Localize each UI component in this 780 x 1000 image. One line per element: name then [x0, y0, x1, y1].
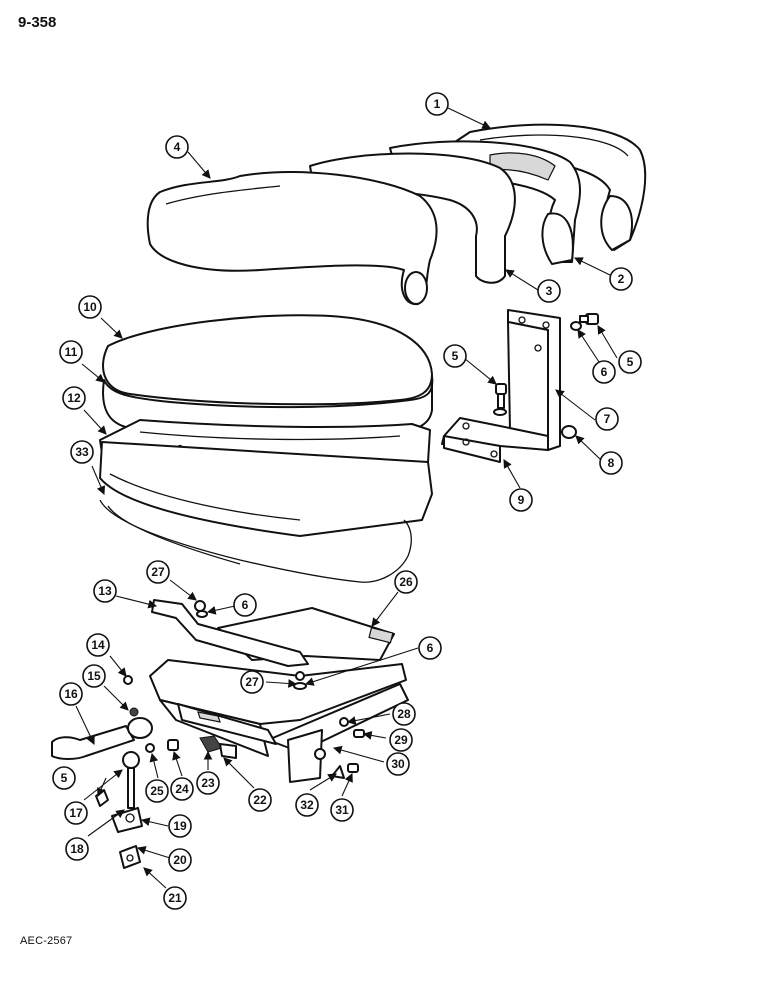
callout-15: 15	[82, 664, 106, 688]
svg-text:10: 10	[83, 300, 97, 314]
svg-text:5: 5	[627, 355, 634, 369]
svg-text:6: 6	[601, 365, 608, 379]
callout-25: 25	[145, 779, 169, 803]
seat-cushion-10	[102, 314, 433, 406]
callout-7: 7	[595, 407, 619, 431]
svg-text:2: 2	[618, 272, 625, 286]
callout-19: 19	[168, 814, 192, 838]
callout-5-bracket-right: 5	[618, 350, 642, 374]
callout-10: 10	[78, 295, 102, 319]
callout-20: 20	[168, 848, 192, 872]
svg-text:32: 32	[300, 798, 314, 812]
bolt-5-left	[493, 383, 507, 416]
svg-text:14: 14	[91, 638, 105, 652]
svg-text:24: 24	[175, 782, 189, 796]
callout-11: 11	[59, 340, 83, 364]
callout-12: 12	[62, 386, 86, 410]
callout-24: 24	[170, 777, 194, 801]
svg-text:9: 9	[518, 493, 525, 507]
svg-text:17: 17	[69, 806, 83, 820]
callout-18: 18	[65, 837, 89, 861]
svg-text:29: 29	[394, 733, 408, 747]
leader-lines	[75, 107, 618, 889]
svg-text:3: 3	[546, 284, 553, 298]
svg-text:23: 23	[201, 776, 215, 790]
svg-text:26: 26	[399, 575, 413, 589]
small-parts	[95, 600, 365, 869]
callout-29: 29	[389, 728, 413, 752]
svg-text:5: 5	[61, 771, 68, 785]
callout-28: 28	[392, 702, 416, 726]
svg-text:18: 18	[70, 842, 84, 856]
callout-6-strap: 6	[233, 593, 257, 617]
svg-text:27: 27	[245, 675, 259, 689]
svg-text:6: 6	[427, 641, 434, 655]
callout-1: 1	[425, 92, 449, 116]
svg-text:4: 4	[174, 140, 181, 154]
backrest-cushion-4	[146, 171, 438, 306]
callout-31: 31	[330, 798, 354, 822]
callout-27-plate: 27	[240, 670, 264, 694]
bracket-plate-9	[441, 417, 549, 463]
svg-text:31: 31	[335, 803, 349, 817]
callout-27-strap: 27	[146, 560, 170, 584]
callout-21: 21	[163, 886, 187, 910]
callout-33: 33	[70, 440, 94, 464]
drawing-code: AEC-2567	[20, 935, 73, 947]
callout-2: 2	[609, 267, 633, 291]
callout-17: 17	[64, 801, 88, 825]
trim-frame-33	[99, 441, 433, 537]
slide-rail-22	[177, 703, 277, 745]
handle-16	[51, 707, 153, 760]
callout-32: 32	[295, 793, 319, 817]
svg-text:6: 6	[242, 598, 249, 612]
callout-5-bracket-left: 5	[443, 344, 467, 368]
callout-5-handle: 5	[52, 766, 76, 790]
callout-6-bracket: 6	[592, 360, 616, 384]
svg-text:5: 5	[452, 349, 459, 363]
callout-16: 16	[59, 682, 83, 706]
svg-text:11: 11	[65, 345, 78, 359]
latch-23	[199, 735, 237, 759]
callout-6-plate: 6	[418, 636, 442, 660]
callout-9: 9	[509, 488, 533, 512]
svg-text:25: 25	[150, 784, 164, 798]
callout-4: 4	[165, 135, 189, 159]
page-number: 9-358	[18, 14, 57, 31]
bolt-5-right	[570, 313, 599, 331]
svg-text:20: 20	[173, 853, 187, 867]
svg-text:21: 21	[168, 891, 182, 905]
svg-text:33: 33	[75, 445, 89, 459]
mounting-bracket-7	[507, 309, 561, 451]
svg-text:1: 1	[434, 97, 441, 111]
callout-22: 22	[248, 788, 272, 812]
callout-23: 23	[196, 771, 220, 795]
wire-frame-33	[99, 499, 412, 583]
svg-text:30: 30	[391, 757, 405, 771]
svg-text:8: 8	[608, 456, 615, 470]
svg-text:19: 19	[173, 819, 187, 833]
callout-3: 3	[537, 279, 561, 303]
svg-text:28: 28	[397, 707, 411, 721]
svg-text:13: 13	[98, 584, 112, 598]
plug-8	[561, 425, 577, 439]
svg-text:27: 27	[151, 565, 165, 579]
callout-26: 26	[394, 570, 418, 594]
svg-text:16: 16	[64, 687, 78, 701]
callout-8: 8	[599, 451, 623, 475]
svg-text:22: 22	[253, 793, 267, 807]
svg-text:7: 7	[604, 412, 611, 426]
strap-13	[151, 599, 309, 667]
callout-30: 30	[386, 752, 410, 776]
callout-14: 14	[86, 633, 110, 657]
callout-13: 13	[93, 579, 117, 603]
svg-text:15: 15	[87, 669, 101, 683]
svg-text:12: 12	[67, 391, 81, 405]
